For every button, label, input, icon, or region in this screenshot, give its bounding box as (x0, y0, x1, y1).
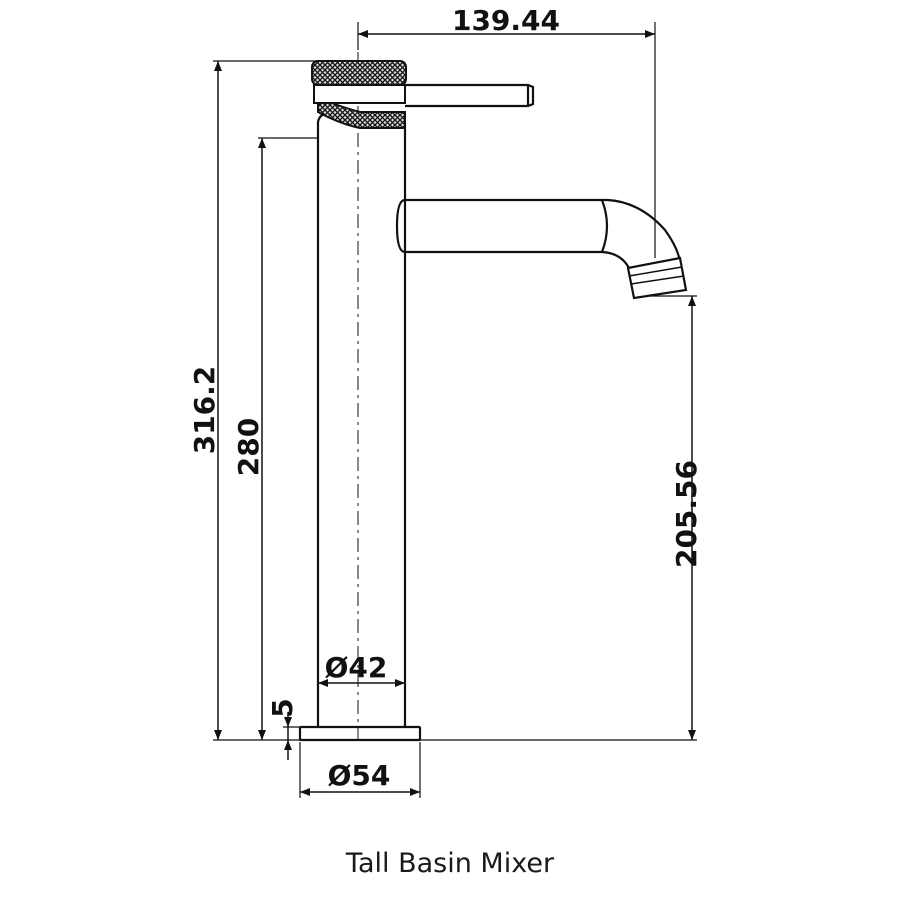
tap-body (316, 138, 407, 727)
dimension-lines (217, 33, 693, 793)
cap-band (313, 84, 406, 104)
dim-spout-height: 205.56 (670, 460, 703, 568)
drawing-caption: Tall Basin Mixer (345, 848, 555, 879)
knurled-collar-lower (317, 102, 406, 129)
base-plate (298, 725, 422, 742)
knurled-cap-upper (311, 60, 407, 86)
dim-base-thickness: 5 (266, 698, 299, 717)
dim-body-diameter: Ø42 (325, 651, 388, 684)
dim-base-diameter: Ø54 (328, 759, 391, 792)
arrowheads (214, 30, 696, 796)
tap-outline (298, 112, 422, 742)
aerator (626, 256, 688, 300)
dim-overall-height: 316.2 (188, 366, 221, 455)
spout (395, 198, 688, 300)
dim-body-height: 280 (232, 418, 265, 476)
lever-handle (405, 83, 535, 108)
dim-overall-width: 139.44 (452, 4, 560, 37)
extension-lines (213, 22, 697, 798)
